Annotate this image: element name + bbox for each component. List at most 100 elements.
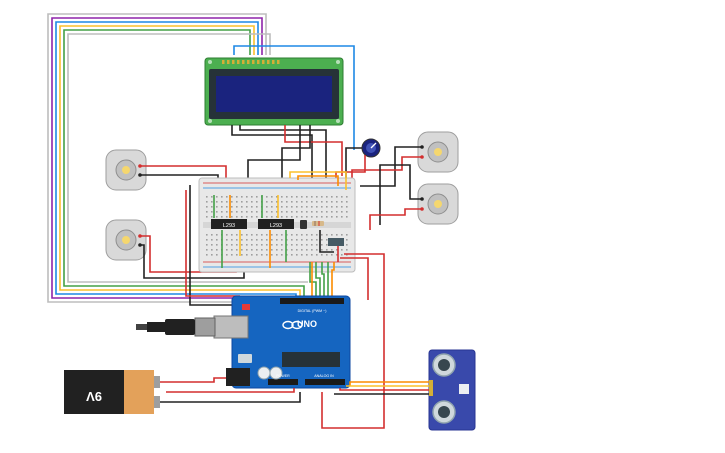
breadboard-hole (246, 249, 248, 251)
breadboard-hole (236, 211, 238, 213)
breadboard-hole (271, 249, 273, 251)
breadboard-hole (286, 196, 288, 198)
breadboard-hole (216, 211, 218, 213)
breadboard-hole (321, 211, 323, 213)
breadboard-hole (341, 201, 343, 203)
lcd-screen (216, 76, 332, 112)
breadboard-hole (326, 249, 328, 251)
breadboard-hole (271, 254, 273, 256)
breadboard-hole (256, 244, 258, 246)
breadboard-hole (216, 201, 218, 203)
breadboard-hole (221, 206, 223, 208)
breadboard-hole (316, 254, 318, 256)
breadboard-hole (301, 244, 303, 246)
breadboard-hole (301, 249, 303, 251)
lcd-module (204, 57, 344, 126)
breadboard-hole (261, 244, 263, 246)
breadboard-hole (306, 196, 308, 198)
breadboard-hole (256, 211, 258, 213)
motor-driver-1: L293 (211, 219, 247, 229)
breadboard-hole (236, 206, 238, 208)
breadboard-hole (276, 206, 278, 208)
breadboard-hole (226, 244, 228, 246)
breadboard-hole (281, 201, 283, 203)
breadboard-hole (231, 211, 233, 213)
breadboard-hole (301, 201, 303, 203)
breadboard-hole (321, 239, 323, 241)
breadboard-hole (266, 254, 268, 256)
breadboard-hole (306, 239, 308, 241)
breadboard-hole (311, 216, 313, 218)
breadboard-hole (331, 201, 333, 203)
breadboard-hole (346, 244, 348, 246)
breadboard-hole (281, 216, 283, 218)
breadboard-hole (296, 201, 298, 203)
breadboard-hole (241, 216, 243, 218)
breadboard-hole (346, 249, 348, 251)
breadboard-hole (246, 201, 248, 203)
breadboard-hole (236, 249, 238, 251)
breadboard-hole (256, 201, 258, 203)
breadboard-hole (221, 201, 223, 203)
breadboard-hole (216, 244, 218, 246)
breadboard-hole (316, 196, 318, 198)
breadboard-hole (331, 254, 333, 256)
breadboard-hole (306, 201, 308, 203)
breadboard-hole (261, 239, 263, 241)
breadboard-hole (341, 211, 343, 213)
breadboard-hole (246, 211, 248, 213)
breadboard-hole (306, 211, 308, 213)
breadboard-hole (291, 234, 293, 236)
digital-header (280, 298, 344, 304)
breadboard-hole (346, 234, 348, 236)
breadboard-hole (246, 239, 248, 241)
breadboard-hole (306, 244, 308, 246)
usb-cable (136, 317, 216, 337)
breadboard-hole (321, 249, 323, 251)
breadboard-hole (326, 206, 328, 208)
breadboard-hole (311, 234, 313, 236)
breadboard-hole (336, 234, 338, 236)
breadboard-hole (286, 216, 288, 218)
breadboard-hole (261, 254, 263, 256)
breadboard-hole (291, 254, 293, 256)
breadboard-hole (281, 196, 283, 198)
breadboard-hole (331, 211, 333, 213)
breadboard-hole (236, 201, 238, 203)
breadboard-hole (211, 206, 213, 208)
breadboard-hole (316, 244, 318, 246)
breadboard-hole (276, 196, 278, 198)
breadboard-hole (216, 206, 218, 208)
breadboard-hole (301, 216, 303, 218)
breadboard-hole (236, 254, 238, 256)
breadboard-hole (266, 234, 268, 236)
breadboard-hole (331, 196, 333, 198)
breadboard-hole (326, 211, 328, 213)
breadboard-hole (321, 244, 323, 246)
breadboard-hole (221, 211, 223, 213)
breadboard-hole (301, 239, 303, 241)
breadboard-hole (311, 249, 313, 251)
breadboard-hole (336, 254, 338, 256)
breadboard-hole (256, 196, 258, 198)
arduino-uno: UNO DIGITAL (PWM ~) ANALOG IN POWER (213, 295, 351, 389)
breadboard-hole (216, 216, 218, 218)
breadboard-hole (311, 239, 313, 241)
breadboard-hole (236, 216, 238, 218)
breadboard-hole (281, 254, 283, 256)
breadboard-hole (311, 244, 313, 246)
breadboard-hole (231, 206, 233, 208)
battery-9v: 9V (64, 370, 160, 414)
breadboard-hole (296, 254, 298, 256)
breadboard-hole (211, 249, 213, 251)
arduino-logo: UNO (297, 319, 317, 329)
breadboard-hole (316, 201, 318, 203)
breadboard-hole (336, 206, 338, 208)
breadboard-hole (301, 211, 303, 213)
breadboard-hole (211, 254, 213, 256)
breadboard-jumpers (213, 171, 347, 268)
breadboard-hole (311, 196, 313, 198)
breadboard-hole (236, 239, 238, 241)
breadboard-hole (216, 234, 218, 236)
